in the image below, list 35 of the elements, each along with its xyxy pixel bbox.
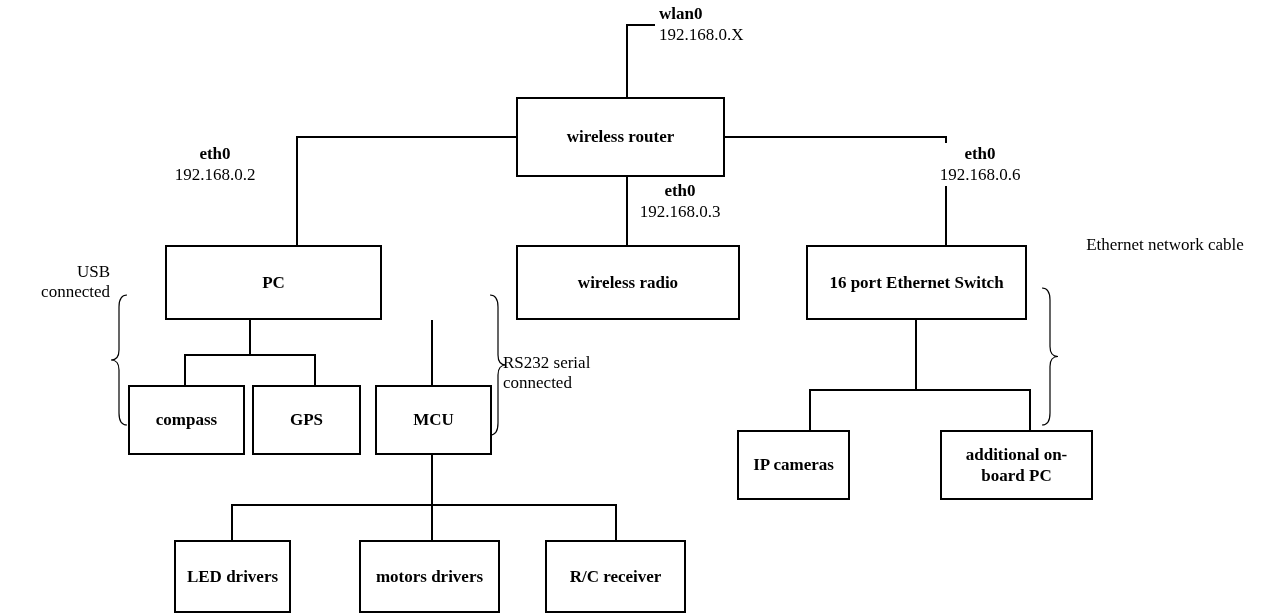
- node-text: additional on-board PC: [964, 443, 1069, 487]
- connector-line: [296, 136, 517, 246]
- node-text: 192.168.0.X: [659, 24, 744, 46]
- device-box: [806, 245, 1027, 320]
- device-box: [516, 245, 740, 320]
- node-text: motors drivers: [375, 565, 484, 588]
- bracket-note: USB connected: [40, 262, 110, 302]
- device-box: [359, 540, 500, 613]
- connector-line: [431, 319, 433, 386]
- node-text: compass: [155, 409, 218, 431]
- device-box: [165, 245, 382, 320]
- node-text: PC: [262, 271, 285, 294]
- connector-line: [626, 176, 628, 246]
- connector-line: [915, 319, 1031, 431]
- bracket-note: Ethernet network cable: [1085, 235, 1245, 255]
- connector-line: [626, 24, 656, 98]
- device-box: [252, 385, 361, 455]
- device-box: [128, 385, 245, 455]
- node-text: LED drivers: [186, 565, 279, 588]
- node-text: 16 port Ethernet Switch: [829, 271, 1004, 294]
- device-box: [940, 430, 1093, 500]
- device-box: [375, 385, 492, 455]
- device-box: [737, 430, 850, 500]
- node-text: MCU: [413, 409, 454, 431]
- node-text: wlan0: [659, 2, 703, 24]
- device-box: [174, 540, 291, 613]
- device-box: [545, 540, 686, 613]
- connector-line: [249, 319, 316, 386]
- bracket-note: RS232 serial connected: [503, 353, 592, 393]
- node-text: R/C receiver: [569, 565, 662, 588]
- node-text: wireless radio: [577, 271, 679, 294]
- node-text: wireless router: [566, 126, 675, 148]
- node-text: GPS: [289, 409, 324, 431]
- device-box: [516, 97, 725, 177]
- node-text: IP cameras: [753, 454, 834, 476]
